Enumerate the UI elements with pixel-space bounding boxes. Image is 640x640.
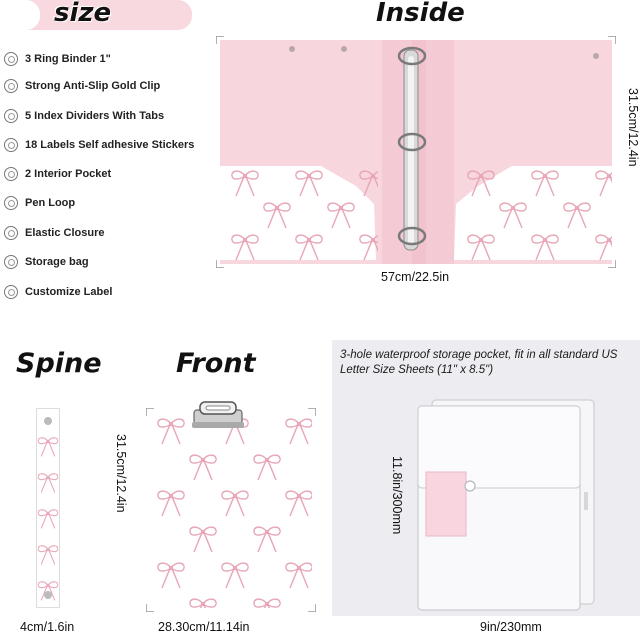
pocket-height-label: 11.8in/300mm (390, 456, 404, 535)
list-item: 2 Interior Pocket (4, 166, 111, 182)
bow-icon (154, 560, 188, 595)
feature-label: Elastic Closure (25, 227, 105, 239)
bow-icon (282, 416, 312, 451)
bow-icon (464, 168, 498, 203)
clip-icon (192, 401, 244, 428)
binder-rings-icon (397, 46, 427, 251)
bow-icon (292, 168, 326, 203)
bow-icon (592, 168, 612, 203)
inside-right-bow-pattern (456, 166, 612, 262)
feature-label: 3 Ring Binder 1" (25, 53, 111, 65)
circle-bullet-icon (4, 285, 18, 299)
bow-icon (250, 596, 284, 608)
front-bow-pattern (150, 412, 312, 608)
bow-icon (250, 524, 284, 559)
size-heading: size (54, 0, 112, 28)
bow-icon (154, 416, 188, 451)
bow-icon (324, 200, 358, 235)
bow-icon (218, 488, 252, 523)
bow-icon (282, 488, 312, 523)
bow-icon (560, 200, 594, 235)
bow-icon (37, 471, 59, 497)
bow-icon (356, 232, 378, 262)
bow-icon (528, 232, 562, 262)
bow-icon (592, 232, 612, 262)
bow-icon (464, 232, 498, 262)
bow-icon (228, 168, 262, 203)
spine-width-label: 4cm/1.6in (20, 620, 75, 634)
bow-icon (528, 168, 562, 203)
front-heading: Front (176, 348, 256, 379)
feature-label: 2 Interior Pocket (25, 168, 112, 180)
feature-label: Customize Label (25, 286, 113, 298)
pocket-width-label: 9in/230mm (480, 620, 542, 634)
circle-bullet-icon (4, 52, 18, 66)
bow-icon (37, 543, 59, 569)
bow-icon (260, 200, 294, 235)
inside-height-label: 31.5cm/12.4in (626, 88, 640, 167)
circle-bullet-icon (4, 79, 18, 93)
bow-icon (250, 452, 284, 487)
storage-pocket-image (417, 399, 595, 611)
feature-label: Pen Loop (25, 197, 76, 209)
circle-bullet-icon (4, 167, 18, 181)
inside-left-bow-pattern (220, 166, 378, 262)
list-item: Strong Anti-Slip Gold Clip (4, 78, 160, 94)
list-item: Elastic Closure (4, 225, 104, 241)
rivet-icon (44, 591, 52, 599)
size-heading-banner (0, 0, 192, 30)
bow-icon (218, 560, 252, 595)
rivet-icon (44, 417, 52, 425)
bow-icon (154, 488, 188, 523)
bow-icon (356, 168, 378, 203)
list-item: Pen Loop (4, 195, 75, 211)
circle-bullet-icon (4, 109, 18, 123)
feature-label: Strong Anti-Slip Gold Clip (25, 80, 161, 92)
circle-bullet-icon (4, 255, 18, 269)
bow-icon (186, 452, 220, 487)
circle-bullet-icon (4, 196, 18, 210)
feature-label: 5 Index Dividers With Tabs (25, 110, 165, 122)
spine-image (36, 408, 60, 608)
bow-icon (282, 560, 312, 595)
bow-icon (228, 232, 262, 262)
bow-icon (37, 507, 59, 533)
bow-icon (186, 596, 220, 608)
list-item: 5 Index Dividers With Tabs (4, 108, 164, 124)
spine-heading: Spine (16, 348, 102, 379)
inside-heading: Inside (376, 0, 465, 28)
front-width-label: 28.30cm/11.14in (158, 620, 250, 634)
list-item: Customize Label (4, 284, 112, 300)
bow-icon (496, 200, 530, 235)
bow-icon (186, 524, 220, 559)
front-height-label: 31.5cm/12.4in (114, 434, 128, 513)
bow-icon (37, 435, 59, 461)
feature-label: Storage bag (25, 256, 89, 268)
list-item: 3 Ring Binder 1" (4, 51, 111, 67)
bow-icon (292, 232, 326, 262)
pocket-caption: 3-hole waterproof storage pocket, fit in… (340, 349, 618, 376)
circle-bullet-icon (4, 226, 18, 240)
inside-width-label: 57cm/22.5in (381, 270, 450, 284)
feature-label: 18 Labels Self adhesive Stickers (25, 139, 195, 151)
circle-bullet-icon (4, 138, 18, 152)
list-item: Storage bag (4, 254, 89, 270)
list-item: 18 Labels Self adhesive Stickers (4, 137, 194, 153)
